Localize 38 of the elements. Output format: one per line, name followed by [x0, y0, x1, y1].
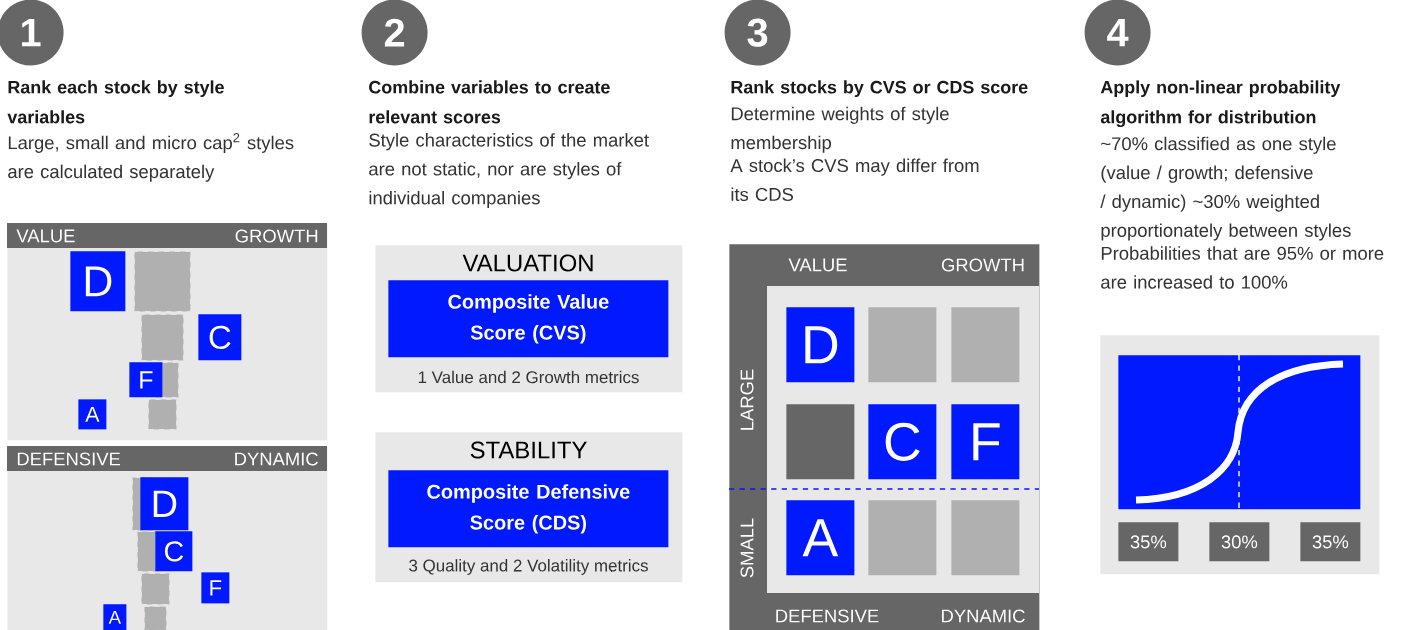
grid-square — [786, 404, 855, 480]
grid-square — [951, 307, 1020, 383]
stock-square: C — [868, 404, 937, 480]
stock-square: C — [198, 314, 242, 361]
stock-square: F — [201, 572, 230, 604]
step-description: A stock’s CVS may differ from its CDS — [730, 158, 979, 201]
node-label: C — [164, 541, 184, 562]
node-label: D — [153, 490, 177, 517]
grid-square — [951, 500, 1020, 576]
percentage-box: 30% — [1209, 522, 1270, 562]
step-heading: Apply non-linear probability algorithm for distribution — [1100, 80, 1341, 128]
stock-square: D — [70, 251, 126, 312]
placeholder-square — [141, 314, 184, 361]
step-description: Style characteristics of the market are not static, nor are styles of individual companies — [369, 133, 649, 209]
stock-square: F — [951, 404, 1020, 480]
placeholder-square — [141, 573, 170, 605]
step-description: Determine weights of style membership — [731, 106, 949, 153]
percentage-box: 35% — [1300, 522, 1361, 562]
step-description: Large, small and micro cap$^{2}$ styles are calculated separately — [8, 133, 294, 182]
step-description: ~70% classified as one style (value / growth; defensive / dynamic) ~30% weighted proportionately between styles — [1100, 136, 1351, 241]
step-description: Probabilities that are 95% or more are increased to 100% — [1101, 246, 1384, 289]
stock-square: D — [140, 477, 189, 531]
score-box: Composite Value Score (CVS) — [388, 280, 669, 358]
stock-square: A — [78, 399, 107, 430]
step-heading: Rank stocks by CVS or CDS score — [731, 80, 1028, 98]
placeholder-square — [134, 251, 191, 312]
step-heading: Combine variables to create relevant scores — [369, 80, 610, 124]
stock-square: A — [786, 500, 855, 576]
grid-square — [868, 307, 937, 383]
placeholder-square — [148, 399, 177, 430]
stock-square: D — [786, 307, 855, 383]
stock-square: F — [129, 362, 163, 398]
percentage-box: 35% — [1118, 522, 1179, 562]
s-curve-chart-drawing — [1118, 354, 1361, 510]
stock-square: C — [155, 531, 193, 572]
score-box: Composite Defensive Score (CDS) — [388, 470, 669, 548]
step-heading: Rank each stock by style variables — [7, 80, 224, 124]
grid-square — [868, 500, 937, 576]
